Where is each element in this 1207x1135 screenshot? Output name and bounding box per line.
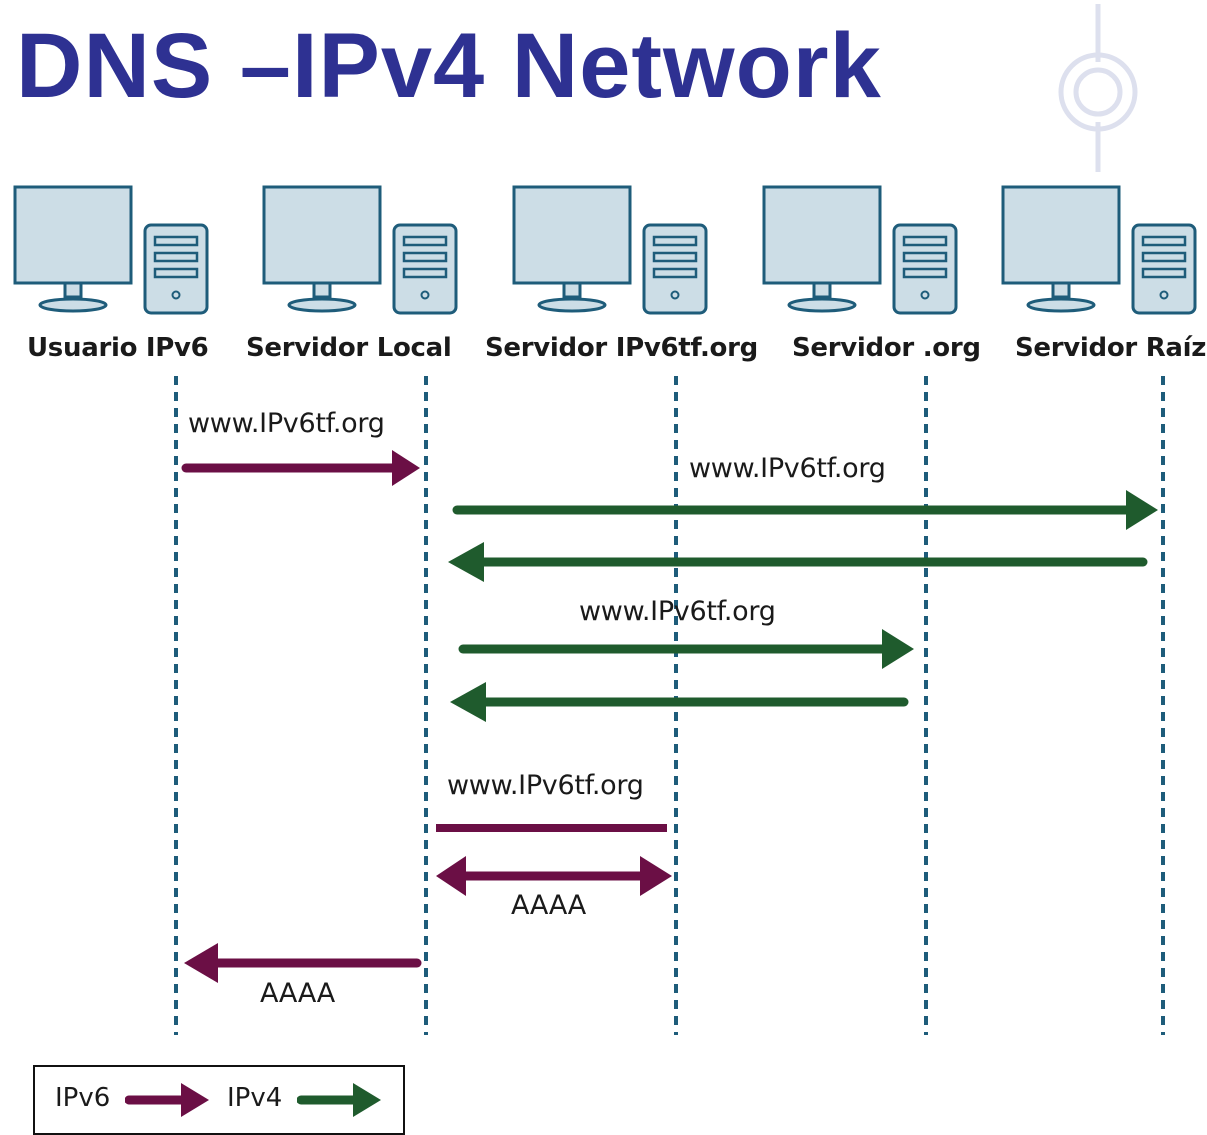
- message-arrow-5: [450, 682, 909, 722]
- message-label-1: www.IPv6tf.org: [188, 408, 385, 439]
- message-label-4: www.IPv6tf.org: [579, 596, 776, 627]
- message-label-8: AAAA: [260, 978, 335, 1009]
- legend-label-ipv6: IPv6: [55, 1083, 111, 1113]
- message-arrow-2: [452, 490, 1158, 530]
- node-label-org: Servidor .org: [792, 333, 981, 363]
- message-label-6: www.IPv6tf.org: [447, 770, 644, 801]
- message-arrow-3: [448, 542, 1148, 582]
- message-arrow-7: [436, 856, 672, 896]
- legend-arrow-ipv4: [297, 1083, 381, 1117]
- message-label-7: AAAA: [511, 890, 586, 921]
- message-arrow-4: [458, 629, 914, 669]
- computer-icon-org: [762, 185, 958, 315]
- message-arrow-8: [184, 943, 422, 983]
- computer-icon-ipv6tf: [512, 185, 708, 315]
- computer-icon-usuario: [13, 185, 209, 315]
- computer-icon-local: [262, 185, 458, 315]
- message-label-2: www.IPv6tf.org: [689, 453, 886, 484]
- computer-icon-raiz: [1001, 185, 1197, 315]
- page-title: DNS –IPv4 Network: [16, 15, 882, 117]
- legend-arrow-ipv6: [125, 1083, 209, 1117]
- message-arrow-1: [181, 450, 420, 486]
- legend: IPv6 IPv4: [33, 1065, 405, 1135]
- node-label-ipv6tf: Servidor IPv6tf.org: [485, 333, 758, 363]
- node-label-raiz: Servidor Raíz: [1015, 333, 1207, 363]
- legend-label-ipv4: IPv4: [227, 1083, 283, 1113]
- logo-watermark-icon: [1058, 4, 1138, 172]
- node-label-local: Servidor Local: [246, 333, 452, 363]
- node-label-usuario: Usuario IPv6: [27, 333, 209, 363]
